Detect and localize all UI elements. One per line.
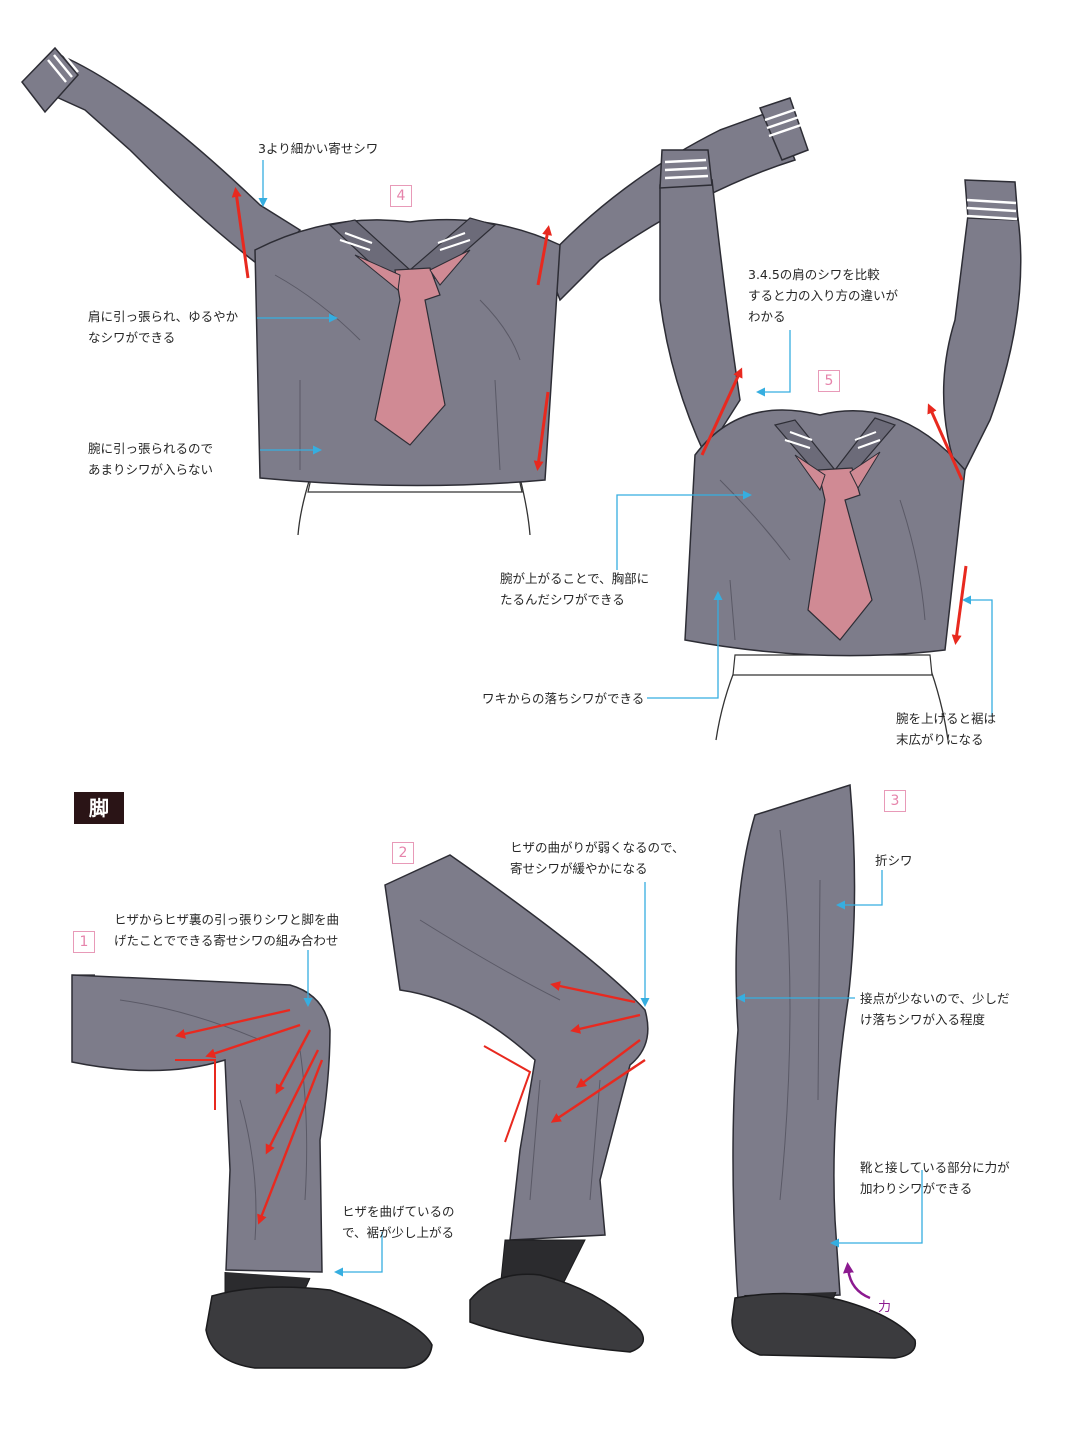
note-hem-up: ヒザを曲げているの で、裾が少し上がる bbox=[342, 1204, 455, 1240]
leg-figure-1 bbox=[71, 974, 433, 1369]
note-arm-pull: 腕に引っ張られるので あまりシワが入らない bbox=[88, 441, 214, 477]
panel-3-tag: 3 bbox=[884, 790, 906, 812]
figure-5-uniform bbox=[659, 149, 1022, 741]
note-compare-shoulders: 3.4.5の肩のシワを比較 すると力の入り方の違いが わかる bbox=[748, 267, 899, 324]
note-few-contacts: 接点が少ないので、少しだ け落ちシワが入る程度 bbox=[860, 991, 1010, 1027]
note-chest-slack: 腕が上がることで、胸部に たるんだシワができる bbox=[500, 571, 650, 607]
note-hem-flare: 腕を上げると裾は 末広がりになる bbox=[896, 711, 997, 747]
force-arrow bbox=[842, 1262, 871, 1300]
force-label: 力 bbox=[878, 1300, 892, 1315]
panel-5-tag: 5 bbox=[818, 370, 840, 392]
leg-figure-2 bbox=[384, 854, 649, 1353]
panel-1-tag: 1 bbox=[73, 931, 95, 953]
note-knee-gentle: ヒザの曲がりが弱くなるので、 寄せシワが緩やかになる bbox=[510, 840, 685, 876]
note-knee-combo: ヒザからヒザ裏の引っ張りシワと脚を曲 げたことでできる寄せシワの組み合わせ bbox=[114, 912, 340, 948]
note-shoulder-pull: 肩に引っ張られ、ゆるやか なシワができる bbox=[88, 309, 239, 345]
section-title-leg: 脚 bbox=[74, 792, 124, 824]
panel-4-tag: 4 bbox=[390, 185, 412, 207]
leader-lines bbox=[257, 160, 993, 1277]
note-crease: 折シワ bbox=[875, 853, 913, 868]
note-finer-wrinkles: 3より細かい寄せシワ bbox=[258, 141, 379, 156]
note-shoe-contact: 靴と接している部分に力が 加わりシワができる bbox=[860, 1160, 1010, 1196]
panel-2-tag: 2 bbox=[392, 842, 414, 864]
note-armpit-drop: ワキからの落ちシワができる bbox=[482, 691, 645, 706]
leg-figure-3 bbox=[731, 784, 917, 1359]
figure-4-uniform bbox=[21, 46, 809, 536]
